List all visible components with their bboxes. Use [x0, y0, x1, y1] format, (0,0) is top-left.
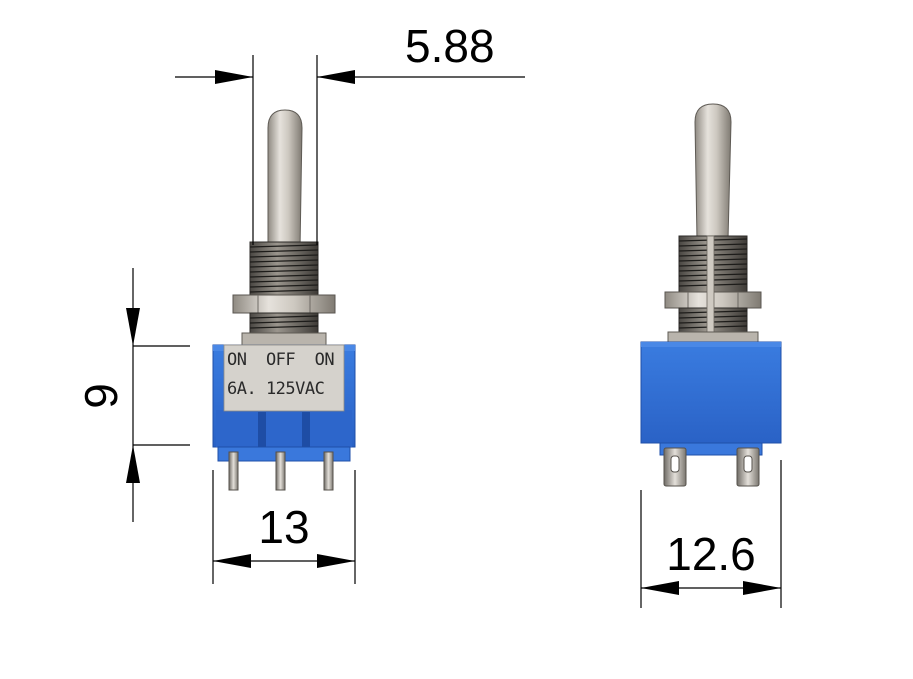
side-lever — [694, 103, 732, 241]
dimension-label-12-6: 12.6 — [666, 528, 756, 580]
front-pin-left — [228, 451, 239, 491]
front-pin-right — [323, 451, 334, 491]
front-label-plate — [223, 344, 345, 412]
arrow-right — [215, 70, 253, 84]
side-pivot-strip — [706, 235, 715, 333]
arrow-left — [317, 70, 355, 84]
switch-label-line2: 6A. 125VAC — [227, 379, 324, 399]
front-collar — [241, 332, 327, 346]
front-thread-lines — [249, 244, 319, 293]
front-pins — [228, 451, 334, 491]
dimension-body-height: 9 — [75, 268, 190, 522]
front-body-base — [216, 410, 352, 447]
front-pin-middle — [275, 451, 286, 491]
dimension-label-5-88: 5.88 — [405, 20, 495, 72]
dimension-label-13: 13 — [258, 501, 309, 553]
side-body — [640, 341, 782, 444]
dimension-side-width: 12.6 — [640, 460, 782, 608]
dimension-label-9: 9 — [75, 383, 127, 409]
arrow-up — [126, 445, 140, 483]
dimension-toggle-width: 5.88 — [175, 20, 525, 245]
side-view — [640, 103, 782, 487]
side-collar — [667, 331, 759, 343]
arrow-down — [126, 308, 140, 346]
front-view: ON OFF ON 6A. 125VAC — [212, 109, 356, 491]
switch-label-line1: ON OFF ON — [227, 350, 334, 370]
front-hex-nut — [232, 294, 336, 314]
dimension-front-width: 13 — [212, 470, 356, 584]
front-lever — [267, 109, 303, 251]
